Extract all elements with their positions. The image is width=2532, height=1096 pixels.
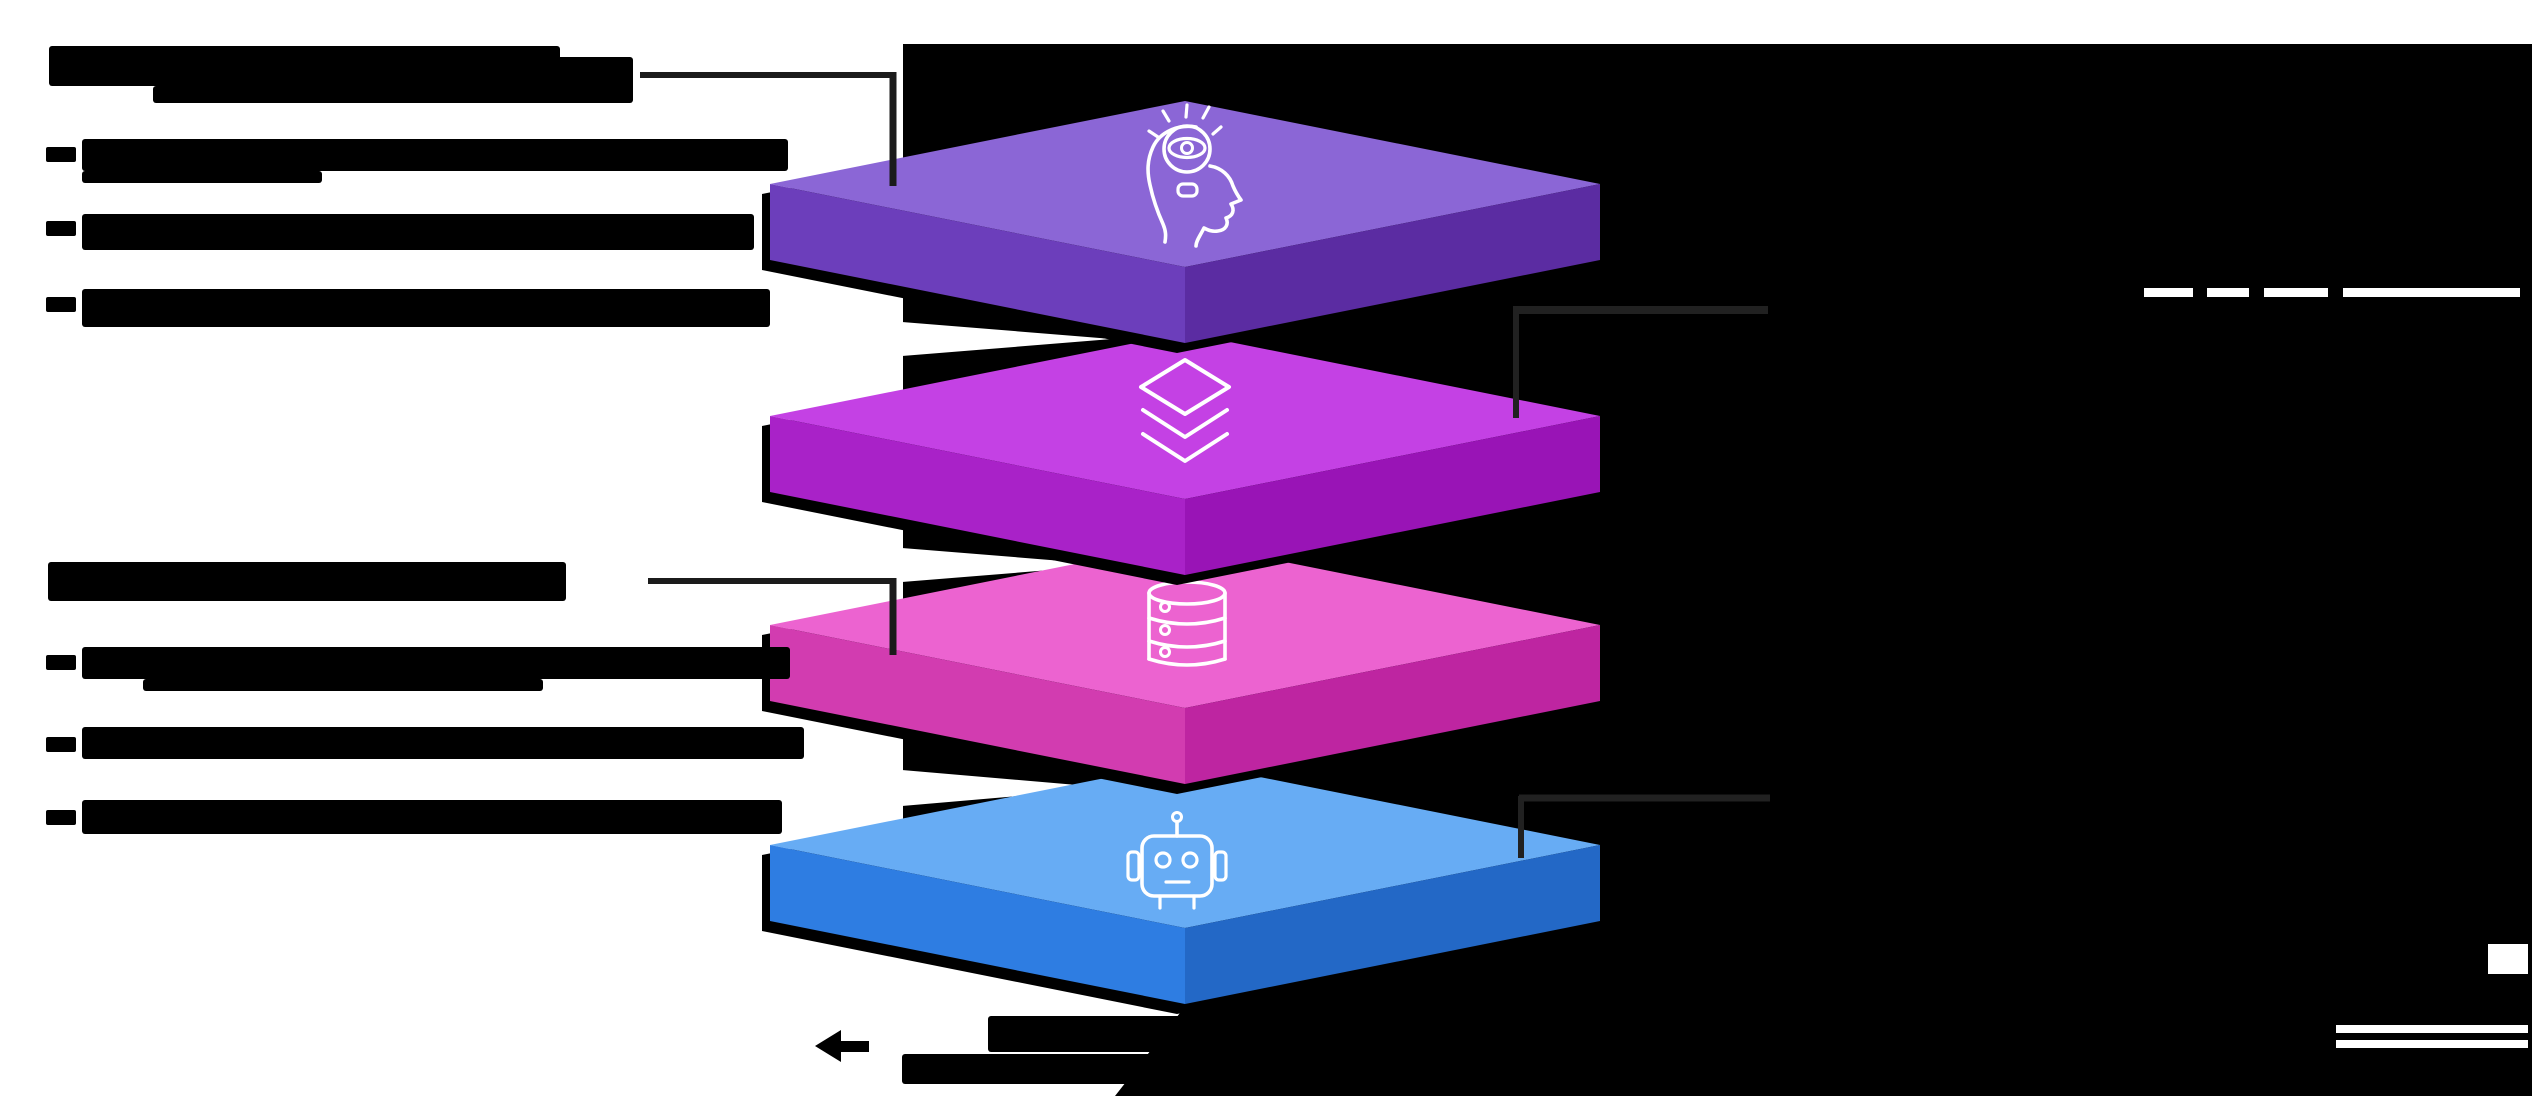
- redacted-group1-bullet-3: [46, 289, 770, 327]
- path: [1161, 109, 1171, 123]
- redacted-group2-bullet-1: [46, 647, 790, 691]
- robot-eye-right: [1181, 851, 1199, 869]
- robot-ear-left: [1126, 850, 1141, 882]
- leader-title-to-layer1: [640, 72, 897, 186]
- layer-3-data-left-face: [770, 625, 1185, 784]
- group1-bullet-1-redaction-bar: [82, 171, 322, 183]
- path: [1141, 432, 1229, 463]
- bottom-caption-redaction-bar: [988, 1016, 1588, 1052]
- layer-2-platform-left-face: [770, 416, 1185, 575]
- leader-group2-to-layer3: [648, 578, 897, 655]
- group1-bullet-2-redaction-bar: [82, 214, 754, 250]
- redacted-group1-bullet-2: [46, 214, 754, 250]
- group2-bullet-3-bullet-marker: [46, 810, 76, 825]
- panel-white-dash: [2207, 288, 2249, 297]
- db-dot: [1159, 601, 1171, 613]
- leader-layer4-to-right: [1518, 794, 1770, 858]
- group1-bullet-1-redaction-bar: [82, 139, 788, 171]
- panel-white-line: [2336, 1025, 2528, 1033]
- bottom-caption-arrow-glyph: [815, 1030, 869, 1062]
- layer-2-platform-right-face: [1185, 416, 1600, 575]
- robot-ear-right: [1213, 850, 1228, 882]
- redacted-group2-bullet-3: [46, 800, 782, 834]
- path: [1184, 103, 1189, 119]
- robot-antenna-ball: [1171, 811, 1183, 823]
- bulb-base: [1176, 182, 1199, 198]
- robot-eye-left: [1154, 851, 1172, 869]
- path: [1147, 639, 1227, 649]
- path: [1147, 129, 1160, 139]
- leader-layer2-to-right: [1513, 306, 1768, 418]
- path: [1146, 124, 1198, 244]
- group1-bullet-3-bullet-marker: [46, 297, 76, 312]
- eye-outline: [1167, 136, 1207, 160]
- layer-3-data-right-face: [1185, 625, 1600, 784]
- layer-4-ai-robot-left-face: [770, 845, 1185, 1004]
- layer-4-ai-robot: [762, 762, 1600, 1014]
- layer-1-vision: [762, 101, 1600, 353]
- layer-1-vision-left-face: [770, 184, 1185, 343]
- layer-3-data: [762, 542, 1600, 794]
- panel-white-marks: [2144, 288, 2528, 1048]
- idea-head-icon: [1146, 103, 1243, 248]
- path: [1194, 164, 1243, 248]
- redacted-title: [49, 46, 633, 103]
- group2-bullet-1-bullet-marker: [46, 655, 76, 670]
- path: [1147, 657, 1227, 667]
- panel-white-dash: [2264, 288, 2328, 297]
- group1-bullet-2-bullet-marker: [46, 221, 76, 236]
- path: [1147, 616, 1227, 626]
- bottom-caption-redaction-bar: [902, 1054, 1462, 1084]
- redacted-group2-header: [48, 562, 566, 601]
- database-icon: [1147, 580, 1227, 667]
- db-dot: [1159, 646, 1171, 658]
- path: [1211, 125, 1223, 136]
- layer-2-platform: [762, 333, 1600, 585]
- group2-bullet-2-redaction-bar: [82, 727, 804, 759]
- title-redaction-bar: [153, 86, 483, 103]
- group2-bullet-1-redaction-bar: [143, 679, 543, 691]
- path: [1139, 358, 1231, 416]
- layer-gap-wedge-3: [902, 770, 1112, 806]
- stacked-layers-icon: [1139, 358, 1231, 463]
- path: [1201, 105, 1211, 120]
- path: [1141, 408, 1229, 439]
- layer-1-vision-right-face: [1185, 184, 1600, 343]
- redacted-bottom-caption: [815, 1016, 1588, 1084]
- layer-gap-wedge-1: [902, 322, 1112, 356]
- layer-gap-wedge-2: [902, 548, 1112, 582]
- robot-icon: [1126, 811, 1228, 910]
- group2-bullet-2-bullet-marker: [46, 737, 76, 752]
- panel-white-square: [2488, 944, 2528, 974]
- panel-white-dash: [2144, 288, 2193, 297]
- redacted-group2-bullet-2: [46, 727, 804, 759]
- group1-bullet-1-bullet-marker: [46, 147, 76, 162]
- group1-bullet-3-redaction-bar: [82, 289, 770, 327]
- panel-white-line: [2336, 1040, 2528, 1048]
- layer-4-ai-robot-right-face: [1185, 845, 1600, 1004]
- group2-bullet-3-redaction-bar: [82, 800, 782, 834]
- redacted-group1-bullet-1: [46, 139, 788, 183]
- eye-pupil: [1180, 141, 1194, 155]
- panel-white-dash: [2343, 288, 2520, 297]
- group2-header-redaction-bar: [48, 562, 566, 601]
- db-dot: [1159, 624, 1171, 636]
- group2-bullet-1-redaction-bar: [82, 647, 790, 679]
